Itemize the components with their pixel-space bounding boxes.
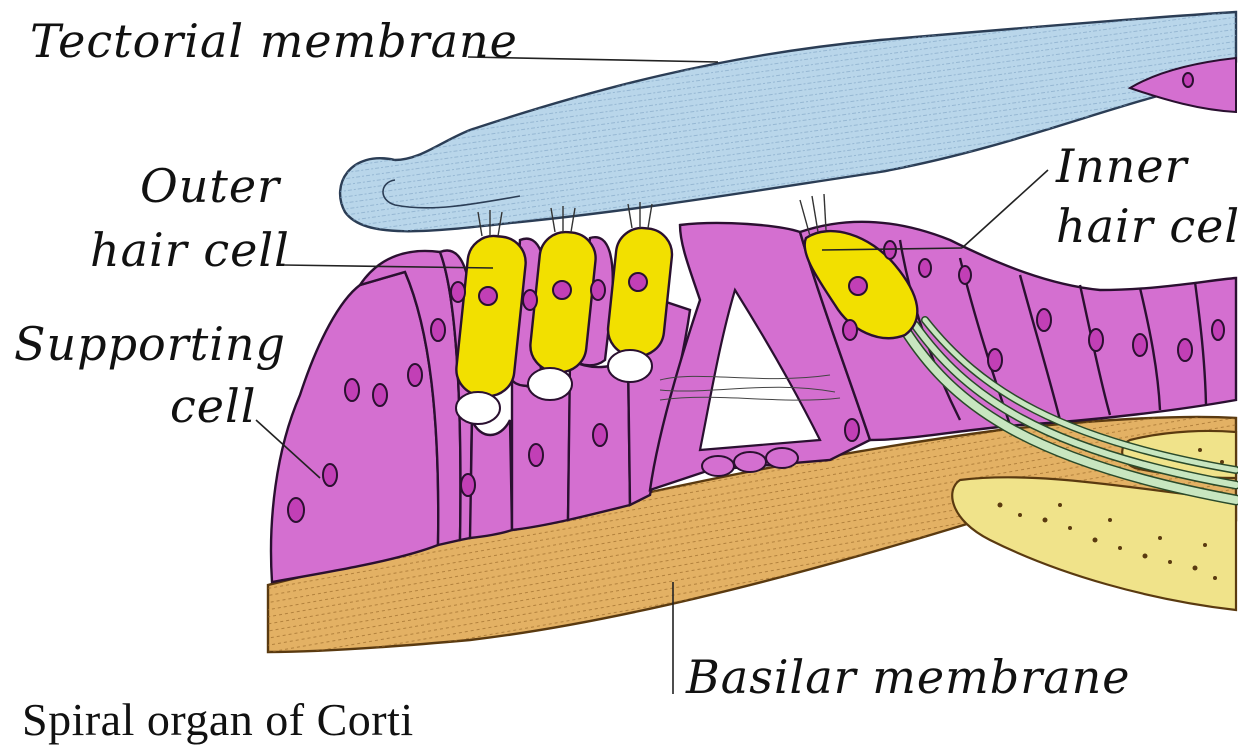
nucleus xyxy=(553,281,571,299)
nucleus xyxy=(849,277,867,295)
label-supporting-cell-line1: Supporting xyxy=(14,317,286,371)
label-outer-hair-cell-line1: Outer xyxy=(140,159,282,213)
label-inner-hair-cell-line1: Inner xyxy=(1055,139,1190,193)
nucleus xyxy=(479,287,497,305)
label-outer-hair-cell-line2: hair cell xyxy=(90,223,290,277)
supporting-cell-outer xyxy=(271,272,438,582)
label-inner-hair-cell-line2: hair cell xyxy=(1056,199,1238,253)
deiters-cell xyxy=(470,420,512,538)
nucleus xyxy=(629,273,647,291)
label-tectorial-membrane: Tectorial membrane xyxy=(30,14,518,68)
lamina-lower xyxy=(952,477,1236,610)
leader-inner-hair-cell-a xyxy=(962,170,1048,248)
label-supporting-cell-line2: cell xyxy=(170,379,256,433)
label-basilar-membrane: Basilar membrane xyxy=(685,650,1130,704)
figure-title: Spiral organ of Corti xyxy=(22,694,414,745)
